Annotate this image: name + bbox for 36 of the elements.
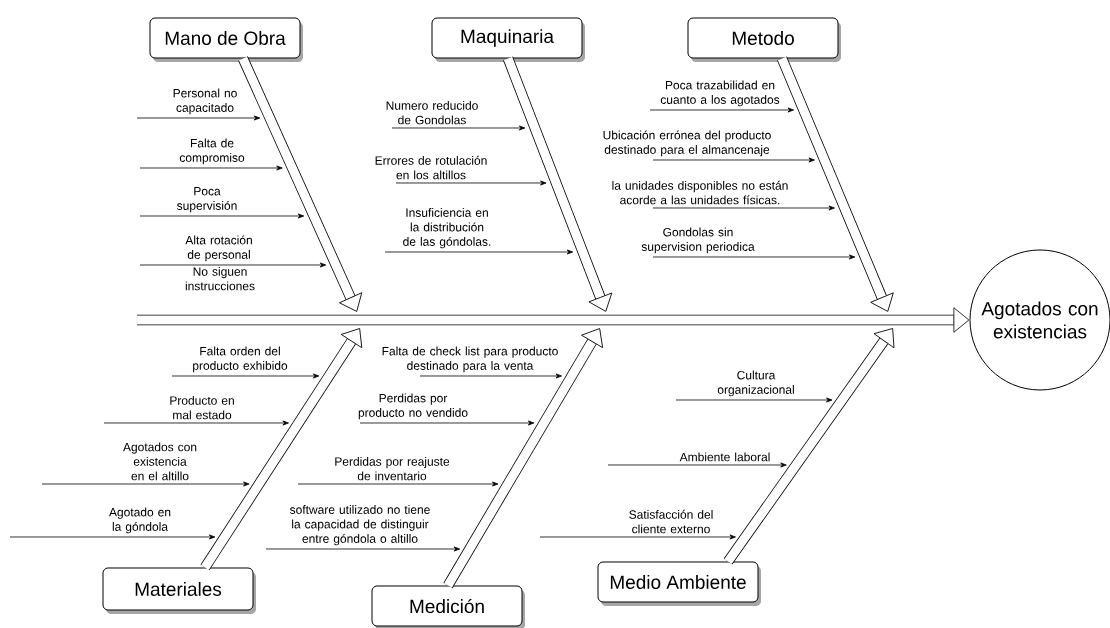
- cause-text: Agotado en la góndola: [109, 507, 171, 534]
- spine-arrow: [137, 307, 970, 333]
- branch-arrow: [200, 328, 363, 571]
- cause-text: Ubicación errónea del producto destinado para el almancenaje: [603, 130, 771, 157]
- category-box: Metodo: [687, 17, 841, 62]
- cause-text: Falta de compromiso: [179, 138, 245, 165]
- category-box: Medio Ambiente: [597, 561, 761, 606]
- category-box: Maquinaria: [431, 17, 585, 62]
- cause-text: Falta orden del producto exhibido: [193, 346, 288, 373]
- cause-text: Perdidas por producto no vendido: [358, 393, 468, 420]
- cause-text: Gondolas sin supervision periodica: [641, 227, 755, 254]
- cause-text: Perdidas por reajuste de inventario: [335, 457, 450, 481]
- cause-text: Falta de check list para producto destinado para la venta: [382, 346, 558, 373]
- cause-text: No siguen instrucciones: [185, 267, 255, 291]
- category-box: Medición: [371, 585, 525, 628]
- category-box: Materiales: [102, 567, 256, 614]
- cause-text: Errores de rotulación en los altillos: [375, 155, 487, 180]
- cause-text: Insuficiencia en la distribución de las góndolas.: [403, 208, 491, 249]
- cause-text: la unidades disponibles no están acorde a las unidades físicas.: [612, 180, 788, 205]
- cause-text: Personal no capacitado: [173, 88, 237, 115]
- cause-text: Poca trazabilidad en cuanto a los agotados: [660, 80, 780, 107]
- cause-text: Alta rotación de personal: [185, 235, 252, 262]
- branch-arrow: [238, 56, 363, 312]
- branch-arrow: [723, 328, 895, 565]
- branch-arrow: [777, 56, 894, 312]
- cause-text: Numero reducido de Gondolas: [386, 101, 478, 125]
- category-box: Mano de Obra: [149, 17, 303, 62]
- cause-text: Ambiente laboral: [679, 452, 770, 462]
- branch-arrow: [503, 56, 613, 312]
- cause-text: Agotados con existencia en el altillo: [123, 442, 197, 481]
- cause-text: software utilizado no tiene la capacidad de distinguir entre góndola o altillo: [289, 505, 430, 546]
- cause-text: Producto en mal estado: [170, 396, 234, 420]
- branch-arrow: [443, 328, 603, 589]
- cause-text: Satisfacción del cliente externo: [629, 509, 713, 534]
- cause-text: Cultura organizacional: [717, 370, 794, 397]
- cause-text: Poca supervisión: [177, 187, 237, 213]
